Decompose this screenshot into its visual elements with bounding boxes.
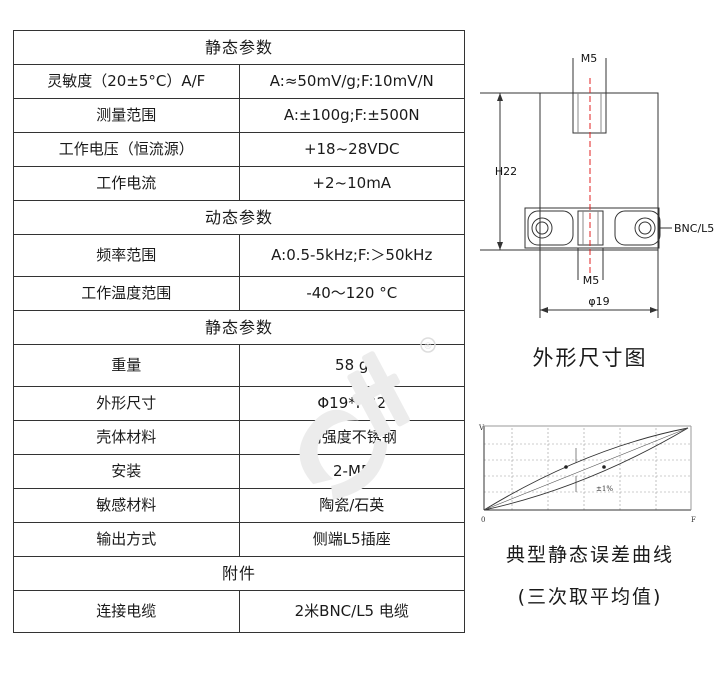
curve-caption: 典型静态误差曲线 [505,544,674,566]
row-value: -40～120 °C [238,276,465,311]
row-key: 重量 [13,344,240,387]
phi19-label: φ19 [588,295,609,308]
row-key: 灵敏度（20±5°C）A/F [13,64,240,99]
row-value: 高强度不锈钢 [238,420,465,455]
table-row: 工作温度范围-40～120 °C [13,276,465,311]
row-value: +2~10mA [238,166,465,201]
row-value: A:0.5-5kHz;F:＞50kHz [238,234,465,277]
row-value: 侧端L5插座 [238,522,465,557]
row-key: 测量范围 [13,98,240,133]
h22-label: H22 [495,165,517,178]
row-value: A:±100g;F:±500N [238,98,465,133]
section-header-row: 静态参数 [13,30,465,65]
row-key: 频率范围 [13,234,240,277]
section-header-row: 附件 [13,556,465,591]
row-key: 敏感材料 [13,488,240,523]
row-key: 连接电缆 [13,590,240,633]
error-curve-plot: V F 0 ±1% [478,424,696,524]
axis-origin-label: 0 [481,516,485,524]
m5-bottom-label: M5 [583,274,600,287]
bnc-label: BNC/L5 [674,222,714,235]
row-key: 工作温度范围 [13,276,240,311]
section-accessory: 附件 [13,556,465,591]
tolerance-label: ±1% [596,485,613,493]
row-value: +18~28VDC [238,132,465,167]
table-row: 工作电流+2~10mA [13,166,465,201]
section-static-2: 静态参数 [13,310,465,345]
dimension-drawing: M5 H22 BNC/L5 M5 φ19 [480,52,714,318]
section-header-row: 静态参数 [13,310,465,345]
row-value: A:≈50mV/g;F:10mV/N [238,64,465,99]
table-row: 输出方式侧端L5插座 [13,522,465,557]
m5-top-label: M5 [581,52,598,65]
row-value: 2米BNC/L5 电缆 [238,590,465,633]
dimension-caption: 外形尺寸图 [532,346,648,370]
section-header-row: 动态参数 [13,200,465,235]
curve-subcaption: (三次取平均值) [517,586,663,608]
watermark-logo-icon: ® [299,337,436,500]
table-row: 壳体材料高强度不锈钢 [13,420,465,455]
watermark-registered-text: ® [424,342,433,352]
row-key: 工作电流 [13,166,240,201]
row-key: 壳体材料 [13,420,240,455]
table-row: 工作电压（恒流源）+18~28VDC [13,132,465,167]
row-key: 输出方式 [13,522,240,557]
section-dynamic: 动态参数 [13,200,465,235]
axis-v-label: V [478,424,485,432]
axis-f-label: F [691,516,696,524]
row-key: 外形尺寸 [13,386,240,421]
row-key: 工作电压（恒流源） [13,132,240,167]
row-key: 安装 [13,454,240,489]
section-static-1: 静态参数 [13,30,465,65]
